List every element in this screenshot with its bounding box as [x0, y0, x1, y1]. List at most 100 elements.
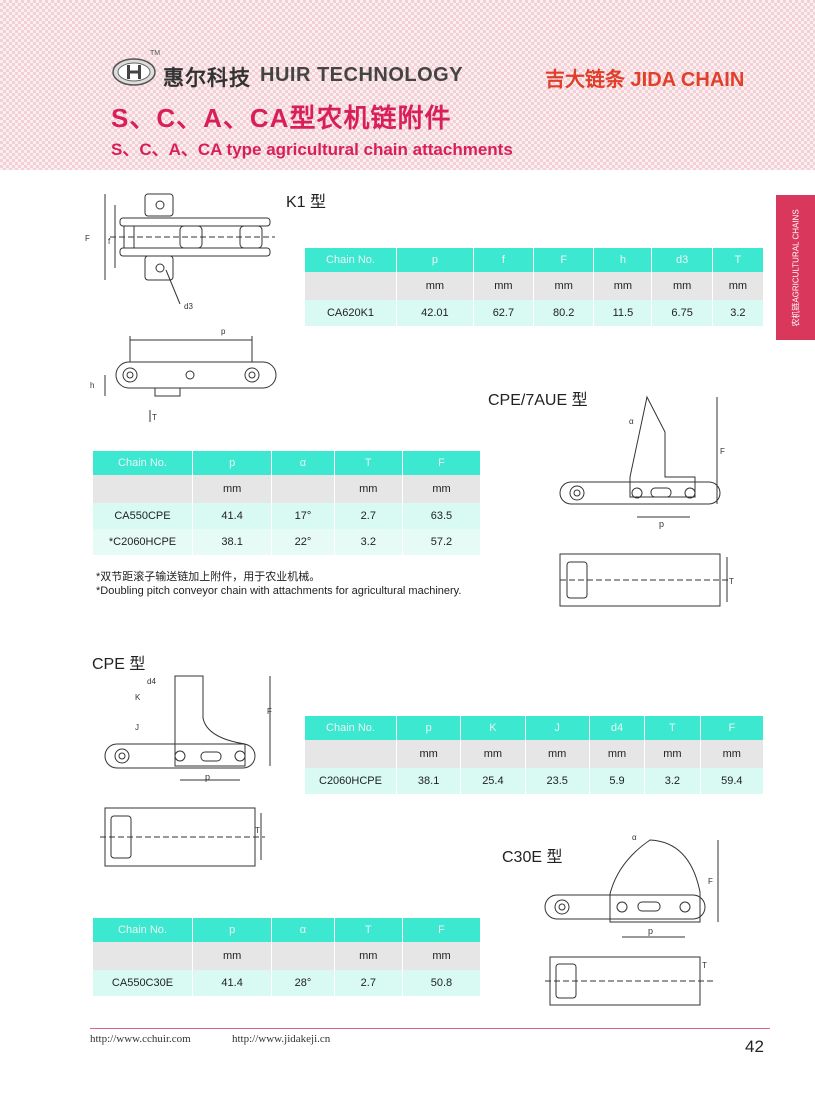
table-cell: 6.75 — [651, 300, 713, 326]
footer-divider — [90, 1028, 770, 1029]
cpe-attachment-drawing: d4 K J F p T — [100, 675, 272, 867]
side-tab-label: 农机链AGRICULTURAL CHAINS — [791, 208, 800, 327]
table-cell: 2.7 — [333, 503, 403, 529]
table-cell: mm — [395, 740, 461, 768]
cpe7aue-dim-p: p — [659, 519, 664, 529]
table-cell: 23.5 — [524, 768, 590, 794]
table-cell: mm — [593, 272, 652, 300]
table-cell: 42.01 — [396, 300, 474, 326]
cpe-label: CPE 型 — [92, 656, 146, 673]
k1-spec-table: Chain No. p f F h d3 T mm mm mm mm mm mm… — [304, 248, 763, 326]
table-cell: 59.4 — [699, 768, 763, 794]
c30e-dim-F: F — [708, 877, 713, 886]
table-cell: mm — [651, 272, 713, 300]
table-cell — [92, 475, 193, 503]
table-cell: 17° — [271, 503, 335, 529]
cpe-dim-d4: d4 — [147, 677, 156, 686]
cpe-dim-F: F — [267, 707, 272, 716]
table-header-cell: J — [524, 716, 590, 740]
table-header-cell: Chain No. — [92, 918, 193, 942]
table-cell — [271, 475, 335, 503]
table-cell: 25.4 — [460, 768, 526, 794]
k1-side-view-drawing: p h T — [90, 327, 277, 422]
table-cell: 57.2 — [401, 529, 480, 555]
table-units-row: mm mm mm mm mm mm — [304, 740, 763, 768]
table-cell: 38.1 — [395, 768, 461, 794]
table-header-cell: T — [333, 918, 403, 942]
table-header-cell: F — [533, 248, 594, 272]
table-cell: mm — [333, 475, 403, 503]
table-cell: mm — [711, 272, 763, 300]
table-cell: mm — [588, 740, 645, 768]
table-cell: 50.8 — [401, 970, 480, 996]
table-header-cell: T — [711, 248, 763, 272]
table-cell: 41.4 — [191, 970, 272, 996]
table-header-cell: Chain No. — [92, 451, 193, 475]
table-cell: 3.2 — [333, 529, 403, 555]
table-cell: mm — [699, 740, 763, 768]
table-header-cell: p — [396, 248, 474, 272]
c30e-dim-T: T — [702, 961, 707, 970]
table-cell: CA620K1 — [304, 300, 397, 326]
c30e-spec-table: Chain No. p α T F mm mm mm CA550C30E 41.… — [92, 918, 480, 996]
footnote: *双节距滚子输送链加上附件，用于农业机械。 *Doubling pitch co… — [96, 570, 461, 598]
footer-link-cchuir[interactable]: http://www.cchuir.com — [90, 1033, 191, 1045]
c30e-dim-alpha: α — [632, 833, 637, 842]
cpe7aue-attachment-drawing: α F p T — [559, 395, 734, 607]
table-cell: *C2060HCPE — [92, 529, 193, 555]
table-header-cell: p — [191, 918, 272, 942]
cpe-spec-table: Chain No. p K J d4 T F mm mm mm mm mm mm… — [304, 716, 763, 794]
table-header-cell: h — [593, 248, 652, 272]
table-cell: C2060HCPE — [304, 768, 397, 794]
table-cell: mm — [396, 272, 474, 300]
table-cell: 80.2 — [533, 300, 594, 326]
cpe-dim-T: T — [255, 826, 260, 835]
table-cell: 3.2 — [711, 300, 763, 326]
cpe7aue-dim-F: F — [720, 447, 725, 456]
table-cell: mm — [191, 475, 272, 503]
cpe7aue-label: CPE/7AUE 型 — [488, 392, 588, 409]
header-band — [0, 0, 815, 170]
footnote-cn: *双节距滚子输送链加上附件，用于农业机械。 — [96, 571, 321, 583]
table-header-cell: α — [271, 451, 335, 475]
table-cell: mm — [644, 740, 701, 768]
table-cell: mm — [472, 272, 534, 300]
c30e-attachment-drawing: α F p T — [544, 833, 719, 1006]
c30e-label: C30E 型 — [502, 849, 563, 866]
table-cell — [271, 942, 335, 970]
table-units-row: mm mm mm — [92, 942, 480, 970]
table-cell: mm — [191, 942, 272, 970]
footnote-en: *Doubling pitch conveyor chain with atta… — [96, 585, 462, 597]
k1-dim-h: h — [90, 381, 94, 390]
table-cell: CA550C30E — [92, 970, 193, 996]
table-row: C2060HCPE 38.1 25.4 23.5 5.9 3.2 59.4 — [304, 768, 763, 794]
brand-name-cn: 惠尔科技 — [163, 67, 251, 90]
k1-dim-T: T — [152, 413, 157, 422]
table-row: CA550C30E 41.4 28° 2.7 50.8 — [92, 970, 480, 996]
table-header-cell: F — [401, 451, 480, 475]
table-header-cell: T — [644, 716, 701, 740]
table-cell: mm — [333, 942, 403, 970]
table-cell: CA550CPE — [92, 503, 193, 529]
k1-attachment-drawing: F f d3 — [85, 193, 275, 311]
table-header-cell: f — [472, 248, 534, 272]
cpe-dim-p: p — [205, 772, 210, 782]
page-number: 42 — [745, 1037, 764, 1056]
k1-label: K1 型 — [286, 194, 327, 211]
huir-logo-icon — [112, 58, 156, 86]
table-cell: 38.1 — [191, 529, 272, 555]
footer-link-jidakeji[interactable]: http://www.jidakeji.cn — [232, 1033, 331, 1045]
table-cell: 2.7 — [333, 970, 403, 996]
table-units-row: mm mm mm mm mm mm — [304, 272, 763, 300]
table-header-row: Chain No. p K J d4 T F — [304, 716, 763, 740]
table-cell: 28° — [271, 970, 335, 996]
trademark-mark: TM — [150, 50, 161, 57]
brand-name-en: HUIR TECHNOLOGY — [260, 64, 464, 86]
table-units-row: mm mm mm — [92, 475, 480, 503]
side-section-tab: 农机链AGRICULTURAL CHAINS — [776, 195, 815, 340]
page-title-cn: S、C、A、CA型农机链附件 — [111, 103, 452, 133]
table-header-cell: Chain No. — [304, 248, 397, 272]
table-row: *C2060HCPE 38.1 22° 3.2 57.2 — [92, 529, 480, 555]
table-cell: mm — [460, 740, 526, 768]
table-row: CA550CPE 41.4 17° 2.7 63.5 — [92, 503, 480, 529]
